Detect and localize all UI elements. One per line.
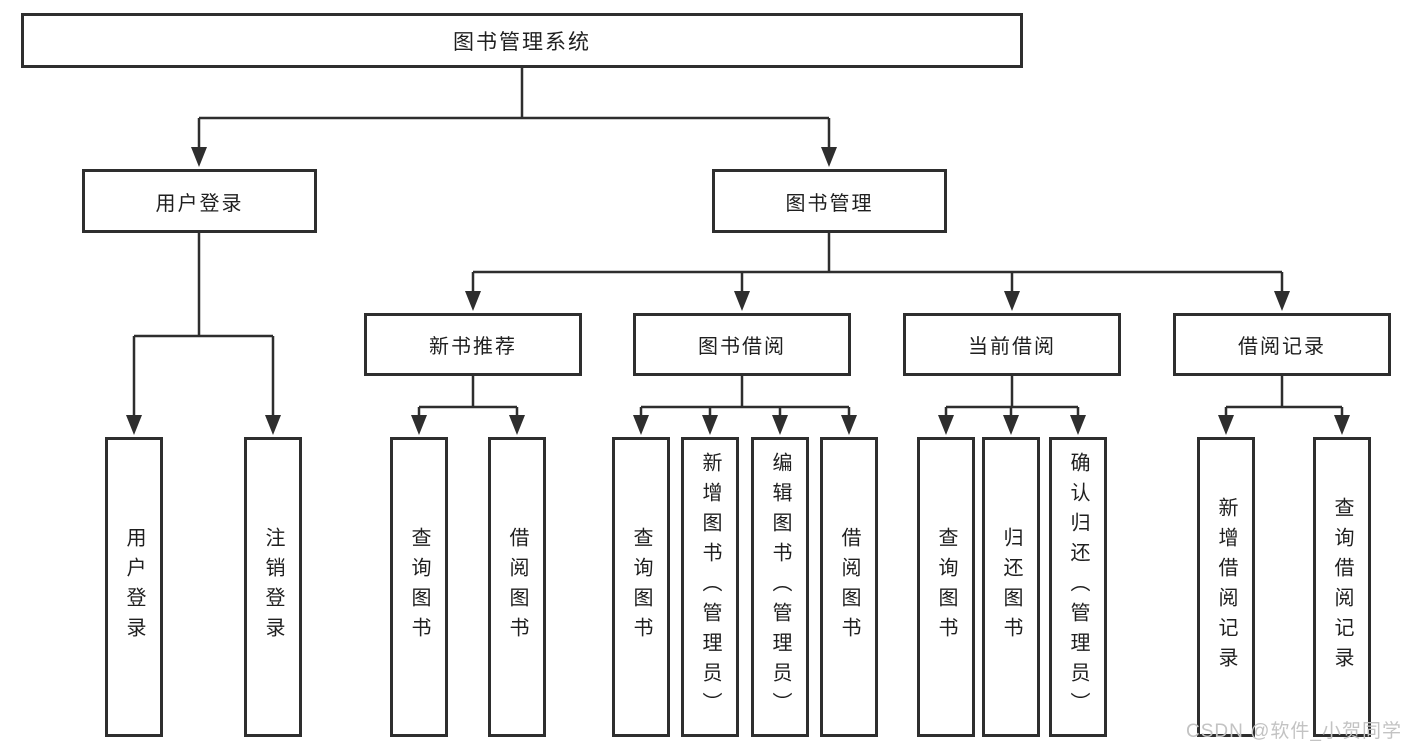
- leaf-recommend-borrow-books: 借阅图书: [488, 437, 546, 737]
- node-borrow-records: 借阅记录: [1173, 313, 1391, 376]
- leaf-add-books-admin: 新增图书（管理员）: [681, 437, 739, 737]
- leaf-label: 归还图书: [1000, 527, 1022, 647]
- leaf-label: 查询图书: [935, 527, 957, 647]
- leaf-current-query-books: 查询图书: [917, 437, 975, 737]
- node-user-login: 用户登录: [82, 169, 317, 233]
- arrowhead: [411, 415, 427, 435]
- leaf-label: 用户登录: [123, 527, 145, 647]
- leaf-query-borrow-record: 查询借阅记录: [1313, 437, 1371, 737]
- leaf-logout: 注销登录: [244, 437, 302, 737]
- leaf-label: 确认归还（管理员）: [1067, 452, 1089, 722]
- leaf-label: 借阅图书: [506, 527, 528, 647]
- arrowhead: [1003, 415, 1019, 435]
- leaf-edit-books-admin: 编辑图书（管理员）: [751, 437, 809, 737]
- connector-lines: [132, 68, 1344, 417]
- leaf-label: 借阅图书: [838, 527, 860, 647]
- arrowhead: [265, 415, 281, 435]
- leaf-borrow-books: 借阅图书: [820, 437, 878, 737]
- leaf-label: 查询图书: [630, 527, 652, 647]
- arrowhead: [841, 415, 857, 435]
- node-current-borrowing: 当前借阅: [903, 313, 1121, 376]
- arrowhead: [1070, 415, 1086, 435]
- arrowhead: [734, 291, 750, 311]
- arrowhead: [1334, 415, 1350, 435]
- leaf-label: 查询图书: [408, 527, 430, 647]
- arrowhead: [509, 415, 525, 435]
- leaf-borrow-query-books: 查询图书: [612, 437, 670, 737]
- arrowhead: [702, 415, 718, 435]
- leaf-confirm-return-admin: 确认归还（管理员）: [1049, 437, 1107, 737]
- arrowhead: [633, 415, 649, 435]
- leaf-label: 注销登录: [262, 527, 284, 647]
- leaf-label: 查询借阅记录: [1331, 497, 1353, 677]
- node-book-management: 图书管理: [712, 169, 947, 233]
- leaf-add-borrow-record: 新增借阅记录: [1197, 437, 1255, 737]
- arrowhead: [938, 415, 954, 435]
- node-book-borrowing: 图书借阅: [633, 313, 851, 376]
- arrowhead: [126, 415, 142, 435]
- arrowhead: [1218, 415, 1234, 435]
- node-new-book-recommend: 新书推荐: [364, 313, 582, 376]
- leaf-return-books: 归还图书: [982, 437, 1040, 737]
- arrowhead: [772, 415, 788, 435]
- leaf-user-login: 用户登录: [105, 437, 163, 737]
- leaf-label: 新增图书（管理员）: [699, 452, 721, 722]
- arrowhead: [465, 291, 481, 311]
- arrowhead: [1004, 291, 1020, 311]
- leaf-label: 编辑图书（管理员）: [769, 452, 791, 722]
- csdn-watermark: CSDN @软件_小贺同学: [1186, 721, 1402, 742]
- leaf-label: 新增借阅记录: [1215, 497, 1237, 677]
- node-library-system: 图书管理系统: [21, 13, 1023, 68]
- arrowhead: [191, 147, 207, 167]
- arrowhead: [1274, 291, 1290, 311]
- leaf-recommend-query-books: 查询图书: [390, 437, 448, 737]
- arrowhead: [821, 147, 837, 167]
